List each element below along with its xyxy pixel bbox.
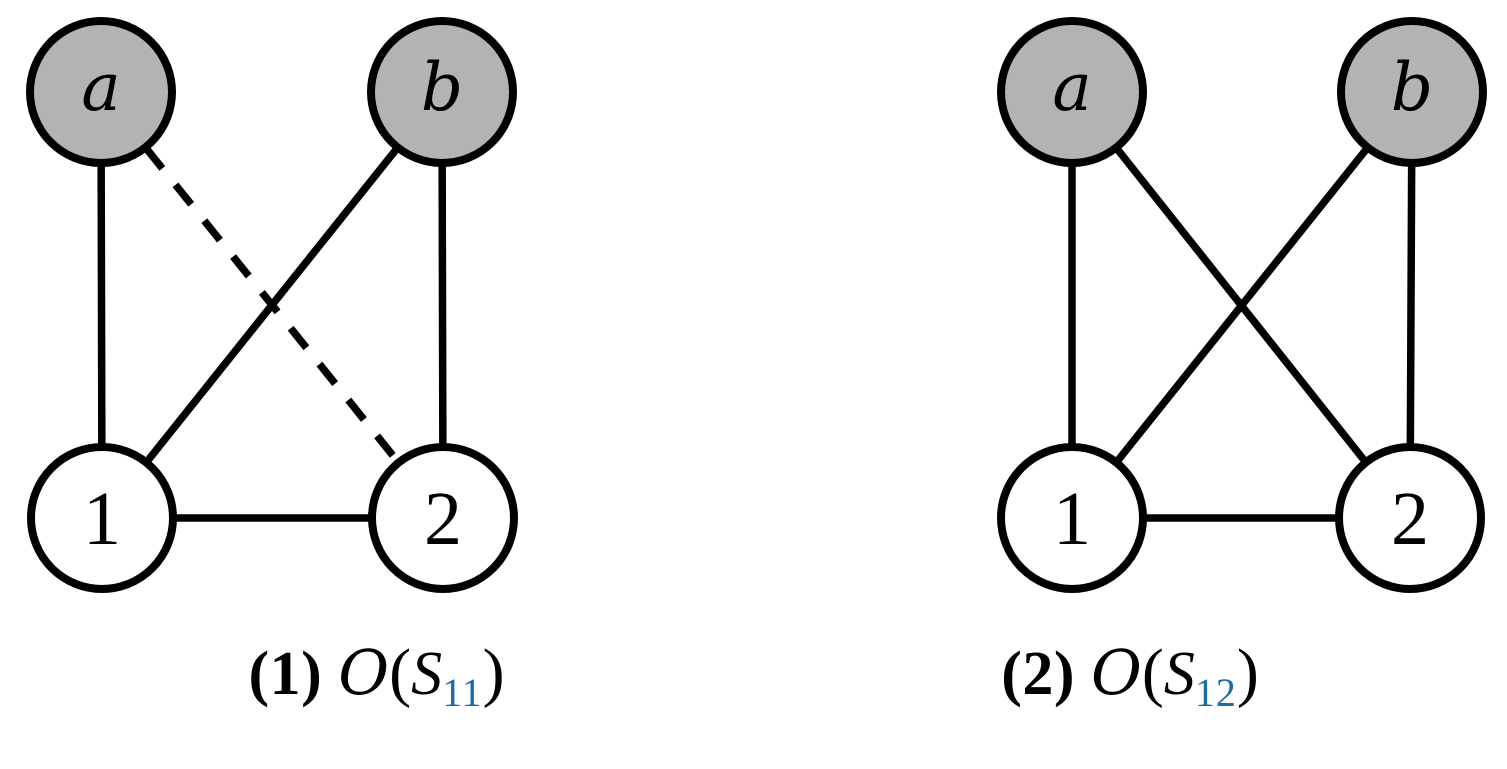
caption-subscript-2: 12 xyxy=(1194,670,1237,715)
caption-close-paren-1: ) xyxy=(482,636,505,709)
caption-symbol-1: S xyxy=(411,640,443,708)
graph-diagram-1: a b 1 2 xyxy=(26,17,518,593)
node-label-2: 2 xyxy=(1391,477,1429,561)
panel-caption-2: (2)O(S12) xyxy=(753,640,1507,713)
caption-operator-2: O xyxy=(1090,636,1142,709)
node-label-1: 1 xyxy=(83,477,121,561)
graph-edge-b-2 xyxy=(438,164,447,446)
caption-subscript-1: 11 xyxy=(442,670,483,715)
panel-caption-1: (1)O(S11) xyxy=(0,640,753,713)
graph-node-2[interactable]: 2 xyxy=(368,443,518,593)
caption-open-paren-2: ( xyxy=(1141,636,1164,709)
node-label-a: a xyxy=(1052,49,1091,126)
caption-symbol-2: S xyxy=(1163,640,1195,708)
graph-edge-a-2 xyxy=(1114,146,1368,464)
node-circle-2 xyxy=(368,443,518,593)
node-circle-1 xyxy=(997,443,1147,593)
figure-panel-1: a b 1 2 (1)O(S11) xyxy=(0,0,753,769)
graph-edge-a-2 xyxy=(143,146,401,464)
graph-node-1[interactable]: 1 xyxy=(27,443,177,593)
graph-edge-a-1 xyxy=(97,164,106,446)
node-circle-b xyxy=(367,17,517,167)
node-circle-2 xyxy=(1335,443,1485,593)
node-layer-1: a b 1 2 xyxy=(26,17,518,593)
node-label-1: 1 xyxy=(1053,477,1091,561)
node-label-b: b xyxy=(421,49,463,126)
edge-layer-1 xyxy=(97,146,447,522)
graph-edge-b-2 xyxy=(1406,164,1416,446)
caption-close-paren-2: ) xyxy=(1236,636,1259,709)
node-layer-2: a b 1 2 xyxy=(997,17,1487,593)
node-circle-a xyxy=(26,17,176,167)
graph-node-b[interactable]: b xyxy=(367,17,517,167)
caption-open-paren-1: ( xyxy=(389,636,412,709)
node-label-b: b xyxy=(1391,49,1433,126)
caption-index-1: (1) xyxy=(248,640,323,708)
graph-diagram-2: a b 1 2 xyxy=(997,17,1487,593)
graph-node-a[interactable]: a xyxy=(997,17,1147,167)
graph-node-b[interactable]: b xyxy=(1337,17,1487,167)
caption-operator-1: O xyxy=(338,636,390,709)
edge-layer-2 xyxy=(1068,146,1416,522)
node-label-2: 2 xyxy=(424,477,462,561)
caption-index-2: (2) xyxy=(1001,640,1075,708)
node-circle-a xyxy=(997,17,1147,167)
node-circle-1 xyxy=(27,443,177,593)
node-label-a: a xyxy=(81,49,120,126)
graph-node-2[interactable]: 2 xyxy=(1335,443,1485,593)
graph-node-a[interactable]: a xyxy=(26,17,176,167)
graph-node-1[interactable]: 1 xyxy=(997,443,1147,593)
node-circle-b xyxy=(1337,17,1487,167)
